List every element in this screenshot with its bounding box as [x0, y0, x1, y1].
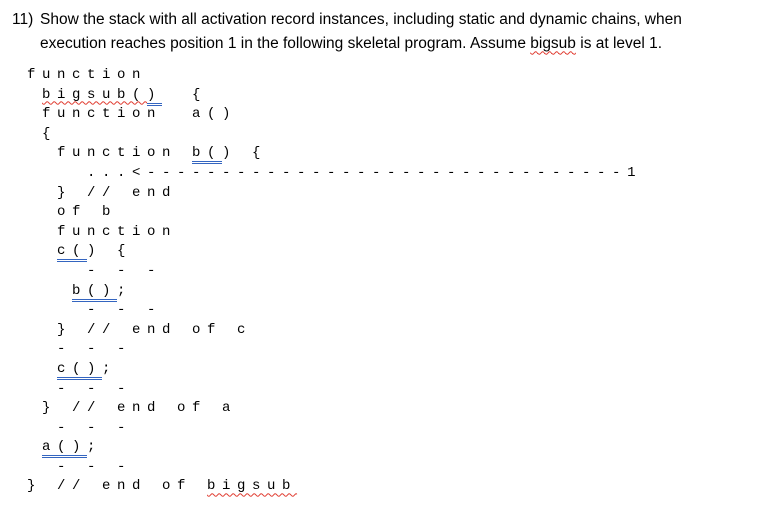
code-text: function a(): [27, 106, 238, 123]
code-line: function a(): [27, 105, 772, 125]
heading-text-2b: is at level 1.: [575, 34, 663, 52]
code-text: - - -: [27, 458, 133, 475]
code-text: {: [162, 86, 208, 103]
code-line: function b() {: [27, 144, 772, 165]
code-line: } // end of bigsub: [27, 477, 772, 497]
code-text: of b: [27, 204, 118, 221]
misspelled-word: bigsub(: [42, 86, 148, 103]
code-text: } // end of c: [27, 321, 253, 338]
code-text: - - -: [27, 341, 133, 358]
code-line: - - -: [27, 301, 772, 321]
grammar-flagged-text: c(): [57, 360, 103, 380]
code-text: } // end of a: [27, 400, 238, 417]
code-line: a();: [27, 438, 772, 459]
code-text: function: [27, 67, 148, 83]
code-text: function: [27, 145, 193, 162]
position-1-label: 1: [627, 164, 643, 181]
code-line: ...<--------------------------------1: [27, 164, 772, 184]
code-line: {: [27, 125, 772, 145]
code-text: {: [27, 125, 58, 142]
code-line: } // end of a: [27, 399, 772, 419]
code-text: } // end: [27, 184, 178, 201]
code-text: ;: [117, 282, 133, 299]
code-text: - - -: [27, 380, 133, 397]
code-text: [27, 439, 42, 455]
code-line: - - -: [27, 380, 772, 400]
grammar-flagged-text: b(: [192, 145, 223, 165]
grammar-flagged-text: c(: [57, 243, 88, 263]
code-text: ...<--------------------------------: [27, 164, 628, 181]
heading-line-1: Show the stack with all activation recor…: [40, 8, 764, 32]
code-text: [27, 243, 57, 259]
code-block: function bigsub() { function a() { funct…: [0, 66, 772, 497]
code-line: - - -: [27, 419, 772, 439]
code-line: - - -: [27, 262, 772, 282]
code-text: - - -: [27, 302, 163, 319]
code-line: bigsub() {: [27, 86, 772, 106]
misspelled-word: bigsub: [530, 34, 576, 52]
code-text: } // end of: [27, 478, 208, 495]
code-text: - - -: [27, 262, 163, 279]
question-heading: 11) Show the stack with all activation r…: [0, 0, 772, 55]
code-text: ;: [102, 360, 118, 377]
code-line: } // end: [27, 184, 772, 204]
code-text: ) {: [222, 145, 268, 162]
code-line: } // end of c: [27, 321, 772, 341]
code-text: [27, 361, 57, 377]
code-text: ) {: [87, 243, 133, 260]
code-line: function: [27, 223, 772, 243]
heading-text-2a: execution reaches position 1 in the foll…: [40, 34, 531, 52]
code-line: of b: [27, 203, 772, 223]
code-line: b();: [27, 282, 772, 302]
code-text: ;: [87, 439, 103, 456]
code-line: c() {: [27, 242, 772, 263]
code-text: [27, 283, 72, 299]
misspelled-word: bigsub: [207, 478, 298, 495]
code-line: c();: [27, 360, 772, 380]
question-number: 11): [12, 11, 34, 28]
grammar-flagged-text: ): [147, 86, 163, 106]
heading-line-2: execution reaches position 1 in the foll…: [40, 32, 764, 56]
code-line: - - -: [27, 458, 772, 478]
code-text: [27, 87, 42, 103]
heading-text-1: Show the stack with all activation recor…: [40, 11, 682, 28]
code-line: - - -: [27, 340, 772, 360]
grammar-flagged-text: b(): [72, 282, 118, 302]
code-line: function: [27, 66, 772, 86]
code-text: - - -: [27, 419, 133, 436]
grammar-flagged-text: a(): [42, 439, 88, 459]
code-text: function: [27, 223, 178, 240]
